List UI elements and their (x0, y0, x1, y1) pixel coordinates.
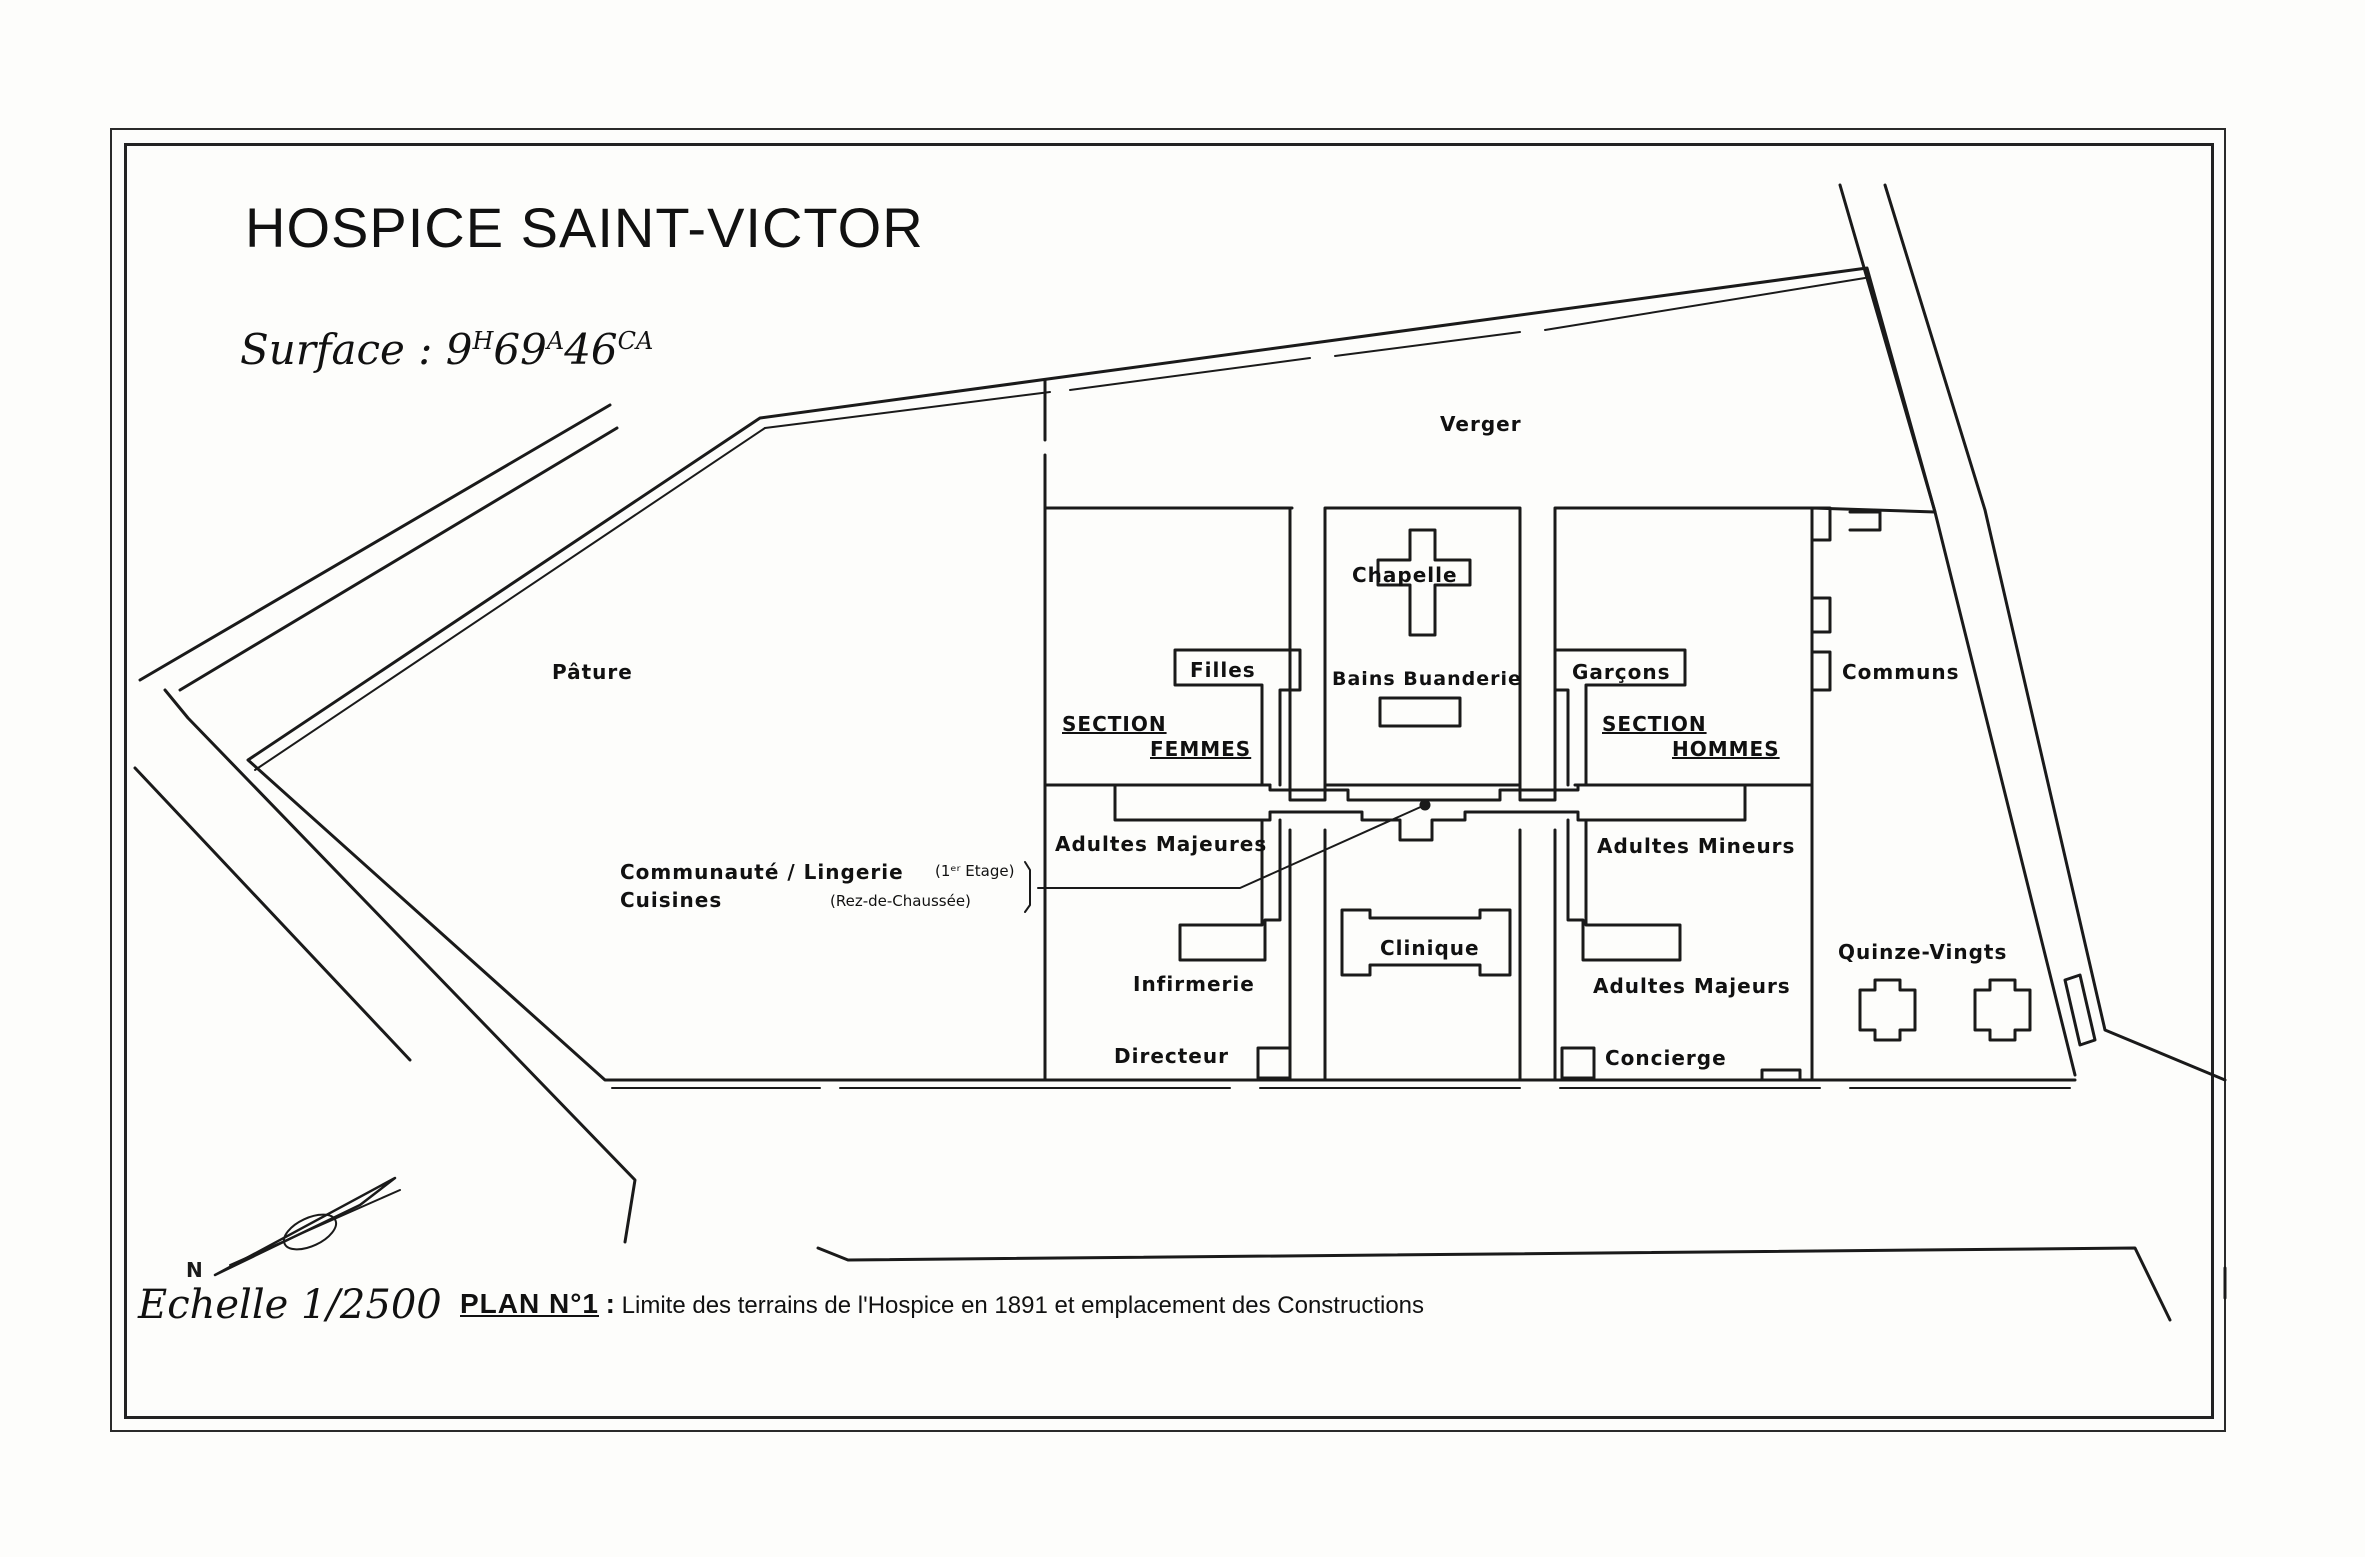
surface-centiares-unit: CA (617, 327, 654, 355)
gate-post (1760, 1068, 1802, 1082)
label-adultes-majeures: Adultes Majeures (1055, 832, 1268, 856)
label-communs: Communs (1842, 660, 1960, 684)
outer-frame (110, 128, 2226, 1432)
leader-line (1037, 804, 1426, 889)
label-section-hommes-1: SECTION (1602, 712, 1707, 736)
label-chapelle: Chapelle (1352, 563, 1458, 587)
label-adultes-mineurs: Adultes Mineurs (1597, 834, 1796, 858)
surface-hectares-unit: H (472, 327, 494, 355)
label-directeur: Directeur (1114, 1044, 1229, 1068)
label-verger: Verger (1440, 412, 1522, 436)
north-label: N (186, 1258, 203, 1282)
road-diagonal (133, 403, 637, 1244)
plan-number: PLAN N°1 (460, 1288, 599, 1319)
surface-area: Surface : 9H69A46CA (240, 325, 653, 374)
label-quinze-vingts: Quinze-Vingts (1838, 940, 2008, 964)
chapelle-building (1376, 528, 1472, 637)
label-infirmerie: Infirmerie (1133, 972, 1255, 996)
road-lower (816, 1246, 2227, 1322)
north-arrow (213, 1176, 401, 1277)
surface-prefix: Surface : (240, 325, 446, 374)
concierge-lodge (1560, 1046, 1596, 1080)
label-section-hommes-2: HOMMES (1672, 737, 1780, 761)
label-adultes-majeurs: Adultes Majeurs (1593, 974, 1791, 998)
surface-ares: 69 (493, 325, 547, 374)
wing-femmes (1173, 648, 1302, 962)
property-boundary (246, 266, 2077, 1082)
quinze-vingts-pavilion-1 (1858, 978, 1917, 1042)
plan-caption: PLAN N°1 : Limite des terrains de l'Hosp… (460, 1288, 1424, 1320)
scale-label: Echelle 1/2500 (138, 1282, 442, 1328)
label-rez-de-chaussee: (Rez-de-Chaussée) (830, 892, 971, 910)
buanderie-building (1378, 696, 1462, 728)
clinique-building (1340, 908, 1512, 977)
surface-ares-unit: A (546, 327, 565, 355)
label-section-femmes-2: FEMMES (1150, 737, 1252, 761)
wing-hommes (1553, 648, 1687, 962)
quinze-vingts-pavilion-2 (1973, 978, 2032, 1042)
label-filles: Filles (1190, 658, 1256, 682)
label-pature: Pâture (552, 660, 633, 684)
label-cuisines: Cuisines (620, 888, 723, 912)
main-building (1113, 783, 1747, 842)
label-concierge: Concierge (1605, 1046, 1727, 1070)
directeur-lodge (1256, 1046, 1292, 1080)
surface-centiares: 46 (564, 325, 618, 374)
surface-hectares: 9 (445, 325, 473, 374)
map-title: HOSPICE SAINT-VICTOR (245, 196, 924, 259)
label-premier-etage: (1ᵉʳ Etage) (935, 862, 1015, 880)
label-garcons: Garçons (1572, 660, 1671, 684)
road-edge-building (2063, 973, 2097, 1047)
label-communaute-lingerie: Communauté / Lingerie (620, 860, 904, 884)
caption-text: Limite des terrains de l'Hospice en 1891… (621, 1292, 1425, 1319)
caption-separator: : (605, 1288, 615, 1319)
map-border (124, 143, 2214, 1419)
communs-buildings (1810, 506, 1882, 692)
label-clinique: Clinique (1380, 936, 1480, 960)
label-bains-buanderie: Bains Buanderie (1332, 668, 1522, 690)
label-section-femmes-1: SECTION (1062, 712, 1167, 736)
